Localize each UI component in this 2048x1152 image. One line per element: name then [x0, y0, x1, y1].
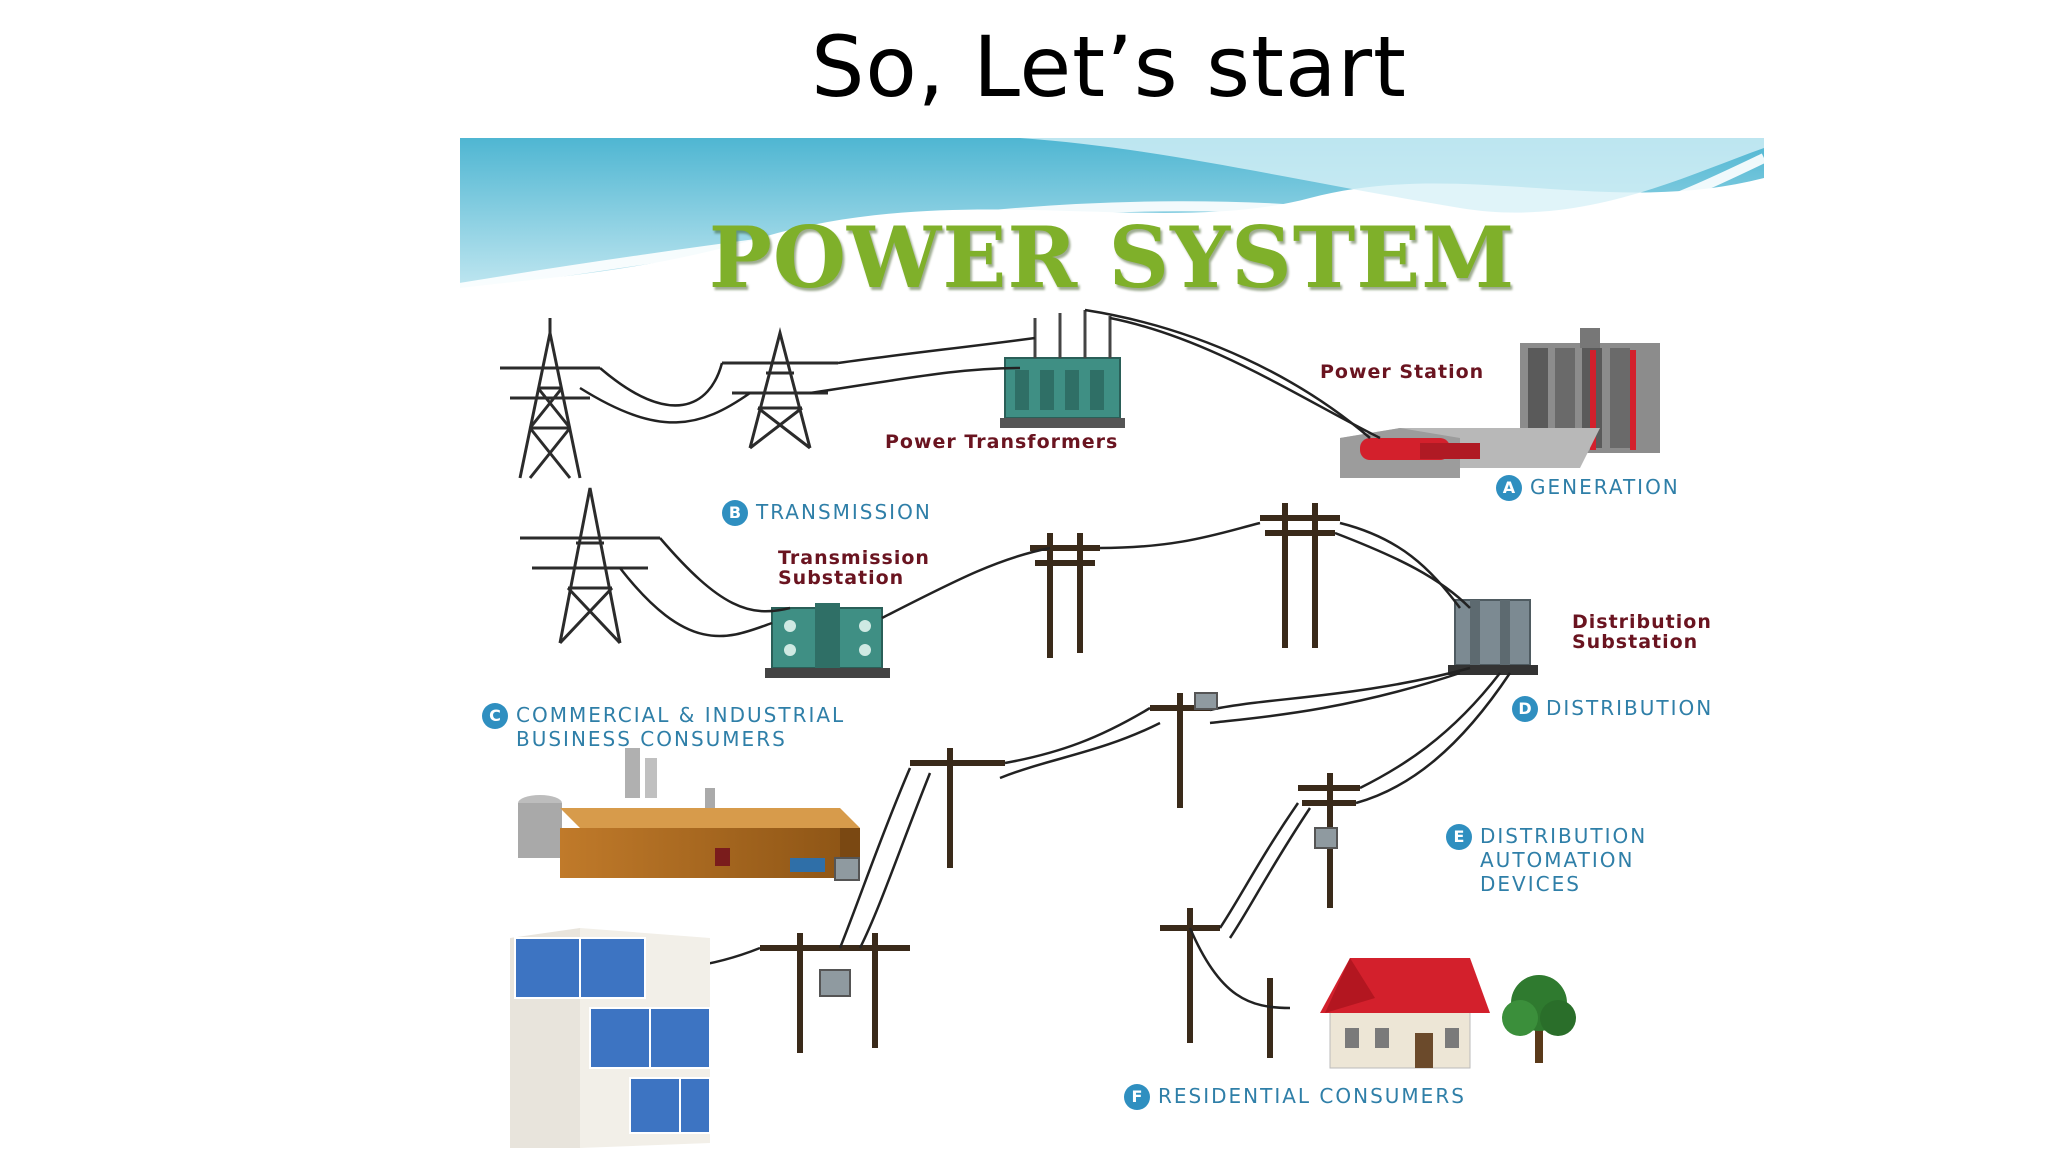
transmission-substation-label-line-1: Transmission — [778, 547, 930, 569]
transmission-tower-2 — [722, 327, 838, 450]
section-e-badge: E — [1446, 824, 1472, 850]
power-station-label: Power Station — [1320, 361, 1485, 383]
section-e-line-3: DEVICES — [1480, 872, 1581, 896]
power-transformer-group — [1000, 310, 1125, 428]
section-b-transmission: B TRANSMISSION — [722, 500, 932, 526]
section-f-badge: F — [1124, 1084, 1150, 1110]
diagram-heading: POWER SYSTEM — [708, 208, 1516, 307]
section-d-text: DISTRIBUTION — [1546, 696, 1714, 720]
section-c-line-2: BUSINESS CONSUMERS — [516, 727, 787, 751]
distribution-substation-label-line-1: Distribution — [1572, 611, 1712, 633]
section-c-line-1: COMMERCIAL & INDUSTRIAL — [516, 703, 846, 727]
section-c-badge: C — [482, 703, 508, 729]
section-e-line-2: AUTOMATION — [1480, 848, 1635, 872]
distribution-poles — [760, 503, 1360, 1058]
factory-building — [518, 748, 860, 878]
transmission-tower-3 — [520, 487, 660, 645]
distribution-substation-unit — [1448, 599, 1538, 675]
section-b-badge: B — [722, 500, 748, 526]
power-system-diagram: POWER SYSTEM Power Station Power Transfo… — [460, 138, 1764, 1152]
diagram-artwork — [460, 138, 1764, 1148]
section-d-badge: D — [1512, 696, 1538, 722]
transmission-tower-1 — [500, 318, 600, 479]
residential-house — [1320, 958, 1490, 1069]
power-lines — [579, 308, 1512, 1010]
section-a-text: GENERATION — [1530, 475, 1680, 499]
transmission-substation-label: Transmission Substation — [778, 548, 930, 588]
slide-title: So, Let’s start — [811, 18, 1407, 116]
section-a-badge: A — [1496, 475, 1522, 501]
solar-panel-building — [510, 928, 711, 1148]
distribution-substation-label-line-2: Substation — [1572, 631, 1699, 653]
pole-transformers — [819, 692, 1338, 997]
power-transformers-label: Power Transformers — [885, 431, 1119, 453]
header-band — [460, 138, 1764, 318]
section-f-text: RESIDENTIAL CONSUMERS — [1158, 1084, 1466, 1108]
transmission-substation-unit — [765, 603, 890, 678]
section-d-distribution: D DISTRIBUTION — [1512, 696, 1713, 722]
section-b-text: TRANSMISSION — [756, 500, 932, 524]
section-f-residential: F RESIDENTIAL CONSUMERS — [1124, 1084, 1466, 1110]
section-e-line-1: DISTRIBUTION — [1480, 824, 1648, 848]
distribution-substation-label: Distribution Substation — [1572, 612, 1712, 652]
power-station-building — [1340, 328, 1660, 478]
tree — [1502, 975, 1576, 1063]
transmission-substation-label-line-2: Substation — [778, 567, 905, 589]
section-a-generation: A GENERATION — [1496, 475, 1680, 501]
